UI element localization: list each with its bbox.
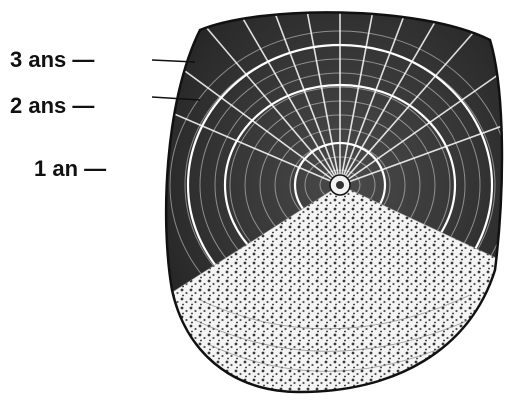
label-3-ans: 3 ans — bbox=[10, 49, 94, 71]
label-1-an: 1 an — bbox=[34, 158, 106, 180]
label-2-ans: 2 ans — bbox=[10, 95, 94, 117]
scale-body bbox=[150, 0, 505, 397]
scale-focus-center bbox=[336, 181, 344, 189]
